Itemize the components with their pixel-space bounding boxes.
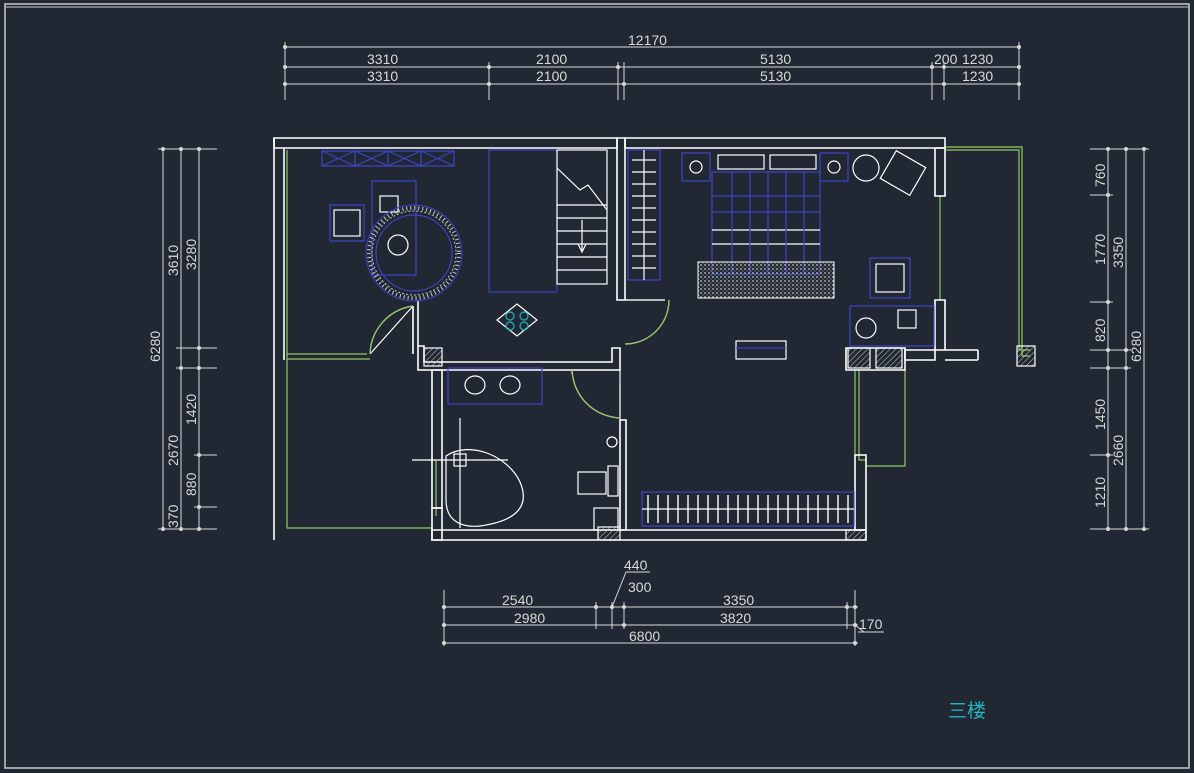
- dim-top-total: 12170: [628, 32, 667, 48]
- dim-right-outer-a: 3350: [1110, 237, 1126, 268]
- round-rug-texture: [367, 206, 461, 300]
- dim-top-r1-c: 5130: [760, 51, 791, 67]
- dim-bottom-callout-b: 300: [628, 579, 652, 595]
- left-dimension-ticks: [161, 147, 201, 531]
- dim-top-r1-e: 1230: [962, 51, 993, 67]
- dim-left-total: 6280: [147, 331, 163, 362]
- bed-rug: [697, 261, 835, 299]
- dim-left-inner-b: 1420: [183, 394, 199, 425]
- right-dimension-lines: [1090, 148, 1149, 530]
- dim-right-inner-b: 1770: [1092, 234, 1108, 265]
- dim-left-outer-b: 2670: [165, 435, 181, 466]
- dim-bottom-r2-a: 2980: [514, 610, 545, 626]
- dim-left-inner-d: 370: [165, 504, 181, 528]
- dim-top-r2-b: 2100: [536, 68, 567, 84]
- dim-bottom-r1-a: 2540: [502, 592, 533, 608]
- bottom-dimension-ticks: [442, 605, 857, 645]
- dim-bottom-r1-b: 3350: [723, 592, 754, 608]
- dim-right-inner-c: 820: [1092, 318, 1108, 342]
- dim-right-inner-e: 1210: [1092, 477, 1108, 508]
- wardrobe-hangers: [647, 495, 849, 523]
- dim-bottom-r2-b: 3820: [720, 610, 751, 626]
- dim-top-r2-a: 3310: [367, 68, 398, 84]
- door-frames-green: [369, 299, 670, 419]
- dim-bottom-total: 6800: [629, 628, 660, 644]
- dim-top-r2-d: 1230: [962, 68, 993, 84]
- dim-left-inner-c: 880: [183, 472, 199, 496]
- top-dimension-ticks: [283, 45, 1021, 86]
- dim-top-r2-c: 5130: [760, 68, 791, 84]
- dim-bottom-callout-a: 440: [624, 557, 648, 573]
- dim-left-inner-a: 3280: [183, 239, 199, 270]
- dim-top-r1-d: 200: [934, 51, 958, 67]
- dim-top-r1-b: 2100: [536, 51, 567, 67]
- dim-bottom-callout-c: 170: [859, 616, 883, 632]
- dim-right-inner-d: 1450: [1092, 399, 1108, 430]
- drawing-frame: [4, 3, 1190, 769]
- doors: [369, 299, 670, 420]
- right-dimension-ticks: [1106, 147, 1146, 531]
- floor-label: 三楼: [948, 700, 986, 722]
- structural-columns: [423, 345, 1036, 541]
- dim-right-inner-a: 760: [1092, 163, 1108, 187]
- dim-right-outer-b: 2660: [1110, 435, 1126, 466]
- dim-right-total: 6280: [1128, 331, 1144, 362]
- bottom-dimension-lines: [443, 571, 884, 646]
- dim-top-r1-a: 3310: [367, 51, 398, 67]
- dim-left-outer-a: 3610: [165, 245, 181, 276]
